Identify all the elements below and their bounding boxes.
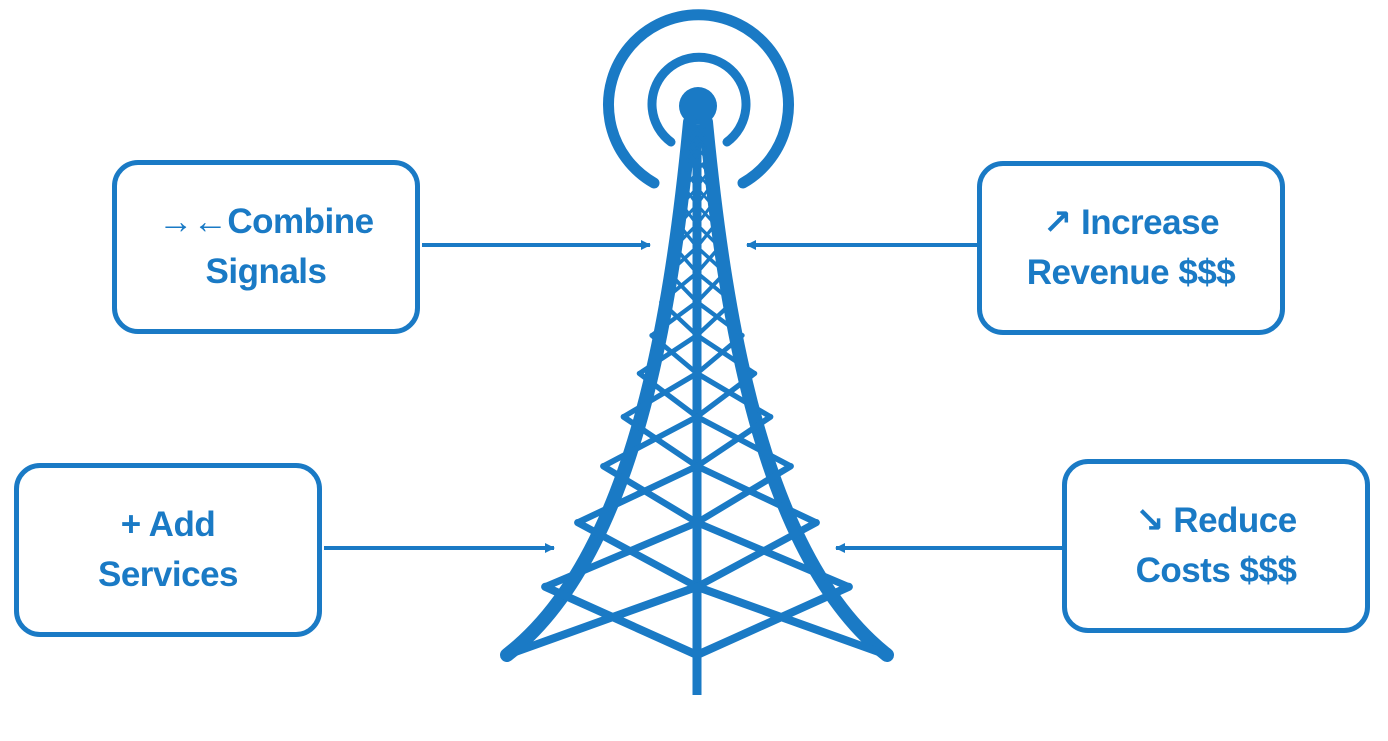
tower-lattice-brace (600, 462, 701, 526)
tower-lattice-brace (659, 270, 699, 304)
tower-leg-right-icon (699, 115, 894, 662)
increase-revenue-box: ↗ Increase Revenue $$$ (977, 161, 1285, 335)
tower-lattice-brace (694, 370, 758, 420)
tower-lattice-brace (636, 370, 700, 420)
tower-lattice-icon (502, 127, 892, 660)
tower-lattice-brace (695, 157, 709, 174)
signal-wave-outer-left-icon (603, 9, 794, 189)
tower-lattice-brace (685, 157, 699, 174)
combine-signals-line2: Signals (205, 252, 327, 291)
tower-leg-left-icon (500, 115, 697, 662)
tower-lattice-brace (695, 245, 722, 275)
tower-lattice-brace (693, 462, 820, 526)
tower-lattice-brace (693, 462, 794, 526)
tower-lattice-brace (695, 203, 717, 227)
tower-lattice-brace (677, 203, 699, 227)
tower-lattice-brace (695, 170, 711, 189)
tower-lattice-brace (686, 146, 699, 161)
tower-lattice-brace (666, 270, 699, 304)
tower-lattice-brace (672, 245, 699, 275)
combine-signals-box: →←Combine Signals (112, 160, 420, 334)
tower-lattice-brace (693, 518, 853, 591)
tower-lattice-brace (659, 299, 700, 338)
add-services-box: + Add Services (14, 463, 322, 637)
tower-lattice-brace (694, 413, 794, 470)
tower-lattice-brace (694, 333, 745, 376)
increase-revenue-line1: ↗ Increase (1042, 203, 1220, 242)
tower-lattice-brace (696, 127, 707, 138)
tower-lattice-brace (695, 270, 735, 304)
tower-lattice-brace (694, 333, 758, 376)
tower-lattice-brace (694, 413, 774, 470)
tower-lattice-brace (687, 127, 698, 138)
tower-lattice-brace (680, 186, 699, 207)
tower-lattice-brace (695, 135, 707, 149)
reduce-costs-line1: ↘ Reduce (1135, 501, 1297, 540)
tower-lattice-brace (620, 413, 700, 470)
tower-lattice-brace (574, 462, 701, 526)
increase-revenue-line2: Revenue $$$ (1026, 253, 1236, 292)
tower-lattice-brace (695, 186, 714, 207)
connector-arrows (324, 240, 1062, 553)
tower-lattice-brace (620, 370, 700, 420)
tower-lattice-brace (541, 582, 702, 660)
add-services-line2: Services (97, 555, 239, 594)
tower-lattice-brace (692, 582, 853, 660)
tower-lattice-brace (695, 270, 728, 304)
tower-lattice-brace (649, 299, 700, 338)
signal-wave-inner-icon (647, 52, 751, 147)
tower-lattice-brace (694, 299, 735, 338)
tower-lattice-brace (683, 170, 699, 189)
tower-lattice-brace (574, 518, 701, 591)
tower-lattice-brace (502, 582, 702, 660)
tower-lattice-brace (541, 518, 701, 591)
tower-lattice-brace (672, 222, 699, 249)
tower-lattice-brace (649, 333, 700, 376)
add-services-line1: + Add (120, 505, 216, 544)
combine-signals-line1: →←Combine (158, 202, 374, 241)
tower-lattice-brace (666, 245, 699, 275)
reduce-costs-box: ↘ Reduce Costs $$$ (1062, 459, 1370, 633)
tower-lattice-brace (694, 299, 745, 338)
radio-tower-icon (500, 9, 894, 695)
tower-lattice-brace (694, 370, 774, 420)
tower-lattice-brace (695, 146, 708, 161)
tower-lattice-brace (687, 135, 699, 149)
reduce-costs-line2: Costs $$$ (1135, 551, 1297, 590)
tower-lattice-brace (636, 333, 700, 376)
tower-lattice-brace (600, 413, 700, 470)
tower-lattice-brace (695, 245, 728, 275)
tower-lattice-brace (693, 518, 820, 591)
tower-lattice-brace (692, 582, 892, 660)
tower-lattice-brace (695, 222, 722, 249)
